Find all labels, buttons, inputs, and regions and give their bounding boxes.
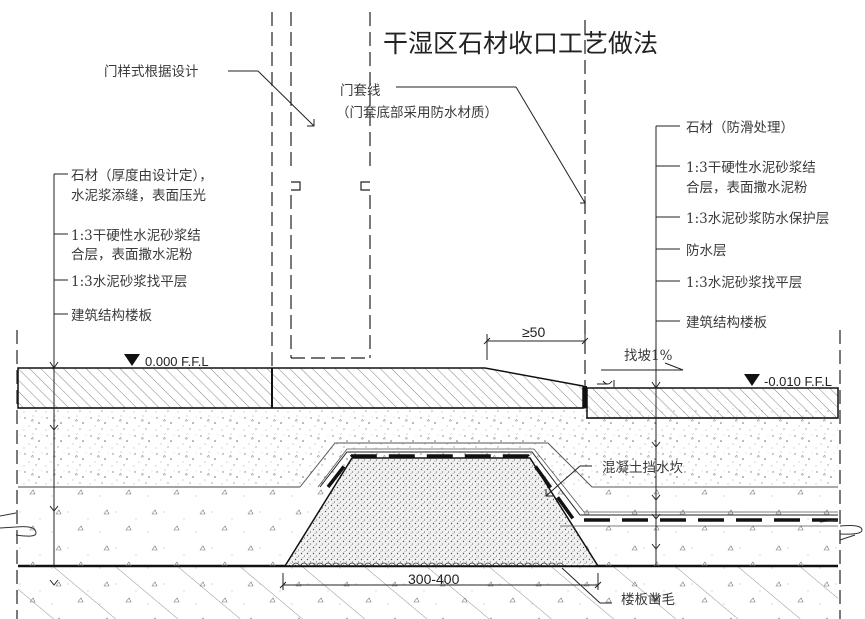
label-slab-roughen: 楼板凿毛 bbox=[621, 592, 675, 608]
leader-right bbox=[651, 125, 680, 601]
door-style-leader bbox=[228, 70, 315, 127]
dimension-threshold-label: ≥50 bbox=[522, 324, 545, 340]
left-layer-1-line1: 石材（厚度由设计定）， bbox=[71, 168, 213, 184]
right-layer-4: 防水层 bbox=[686, 243, 727, 259]
leader-left bbox=[49, 173, 68, 586]
dimension-curb-width bbox=[279, 573, 602, 590]
left-layer-3: 1:3水泥砂浆找平层 bbox=[71, 274, 187, 290]
drawing-title: 干湿区石材收口工艺做法 bbox=[383, 29, 658, 58]
door-casing-leader bbox=[396, 86, 586, 204]
label-door-casing-note: （门套底部采用防水材质） bbox=[336, 105, 498, 121]
break-symbol-right bbox=[819, 519, 863, 541]
level-marker-wet bbox=[744, 374, 760, 386]
left-layer-2-line1: 1:3干硬性水泥砂浆结 bbox=[71, 228, 201, 244]
right-layer-1: 石材（防滑处理） bbox=[686, 120, 794, 136]
right-layer-6: 建筑结构楼板 bbox=[686, 315, 767, 331]
stone-layer-dry bbox=[17, 367, 587, 409]
level-wet-label: -0.010 F.F.L bbox=[764, 374, 832, 389]
dimension-threshold bbox=[483, 334, 589, 360]
stone-layer-wet bbox=[586, 387, 839, 419]
left-layer-2-line2: 合层，表面撒水泥粉 bbox=[71, 247, 193, 263]
structural-slab bbox=[18, 564, 838, 619]
label-door-style: 门样式根据设计 bbox=[104, 64, 199, 80]
concrete-curb bbox=[283, 442, 838, 567]
left-layer-4: 建筑结构楼板 bbox=[71, 308, 152, 324]
left-layer-1-line2: 水泥浆添缝，表面压光 bbox=[71, 188, 206, 204]
right-layer-2-line2: 合层，表面撒水泥粉 bbox=[686, 180, 808, 196]
level-dry-label: 0.000 F.F.L bbox=[145, 354, 209, 369]
dimension-curb-width-label: 300-400 bbox=[408, 571, 460, 587]
slope-label: 找坡1% bbox=[624, 348, 673, 364]
drain-symbol bbox=[597, 380, 615, 387]
break-symbol-left bbox=[0, 512, 37, 537]
curb-leader bbox=[545, 465, 592, 497]
label-door-casing: 门套线 bbox=[340, 83, 381, 99]
level-marker-dry bbox=[124, 354, 140, 366]
right-layer-5: 1:3水泥砂浆找平层 bbox=[686, 275, 802, 291]
right-layer-2-line1: 1:3干硬性水泥砂浆结 bbox=[686, 160, 816, 176]
right-layer-3: 1:3水泥砂浆防水保护层 bbox=[686, 211, 829, 227]
slope-indicator bbox=[601, 362, 684, 371]
label-concrete-curb: 混凝土挡水坎 bbox=[602, 460, 683, 476]
